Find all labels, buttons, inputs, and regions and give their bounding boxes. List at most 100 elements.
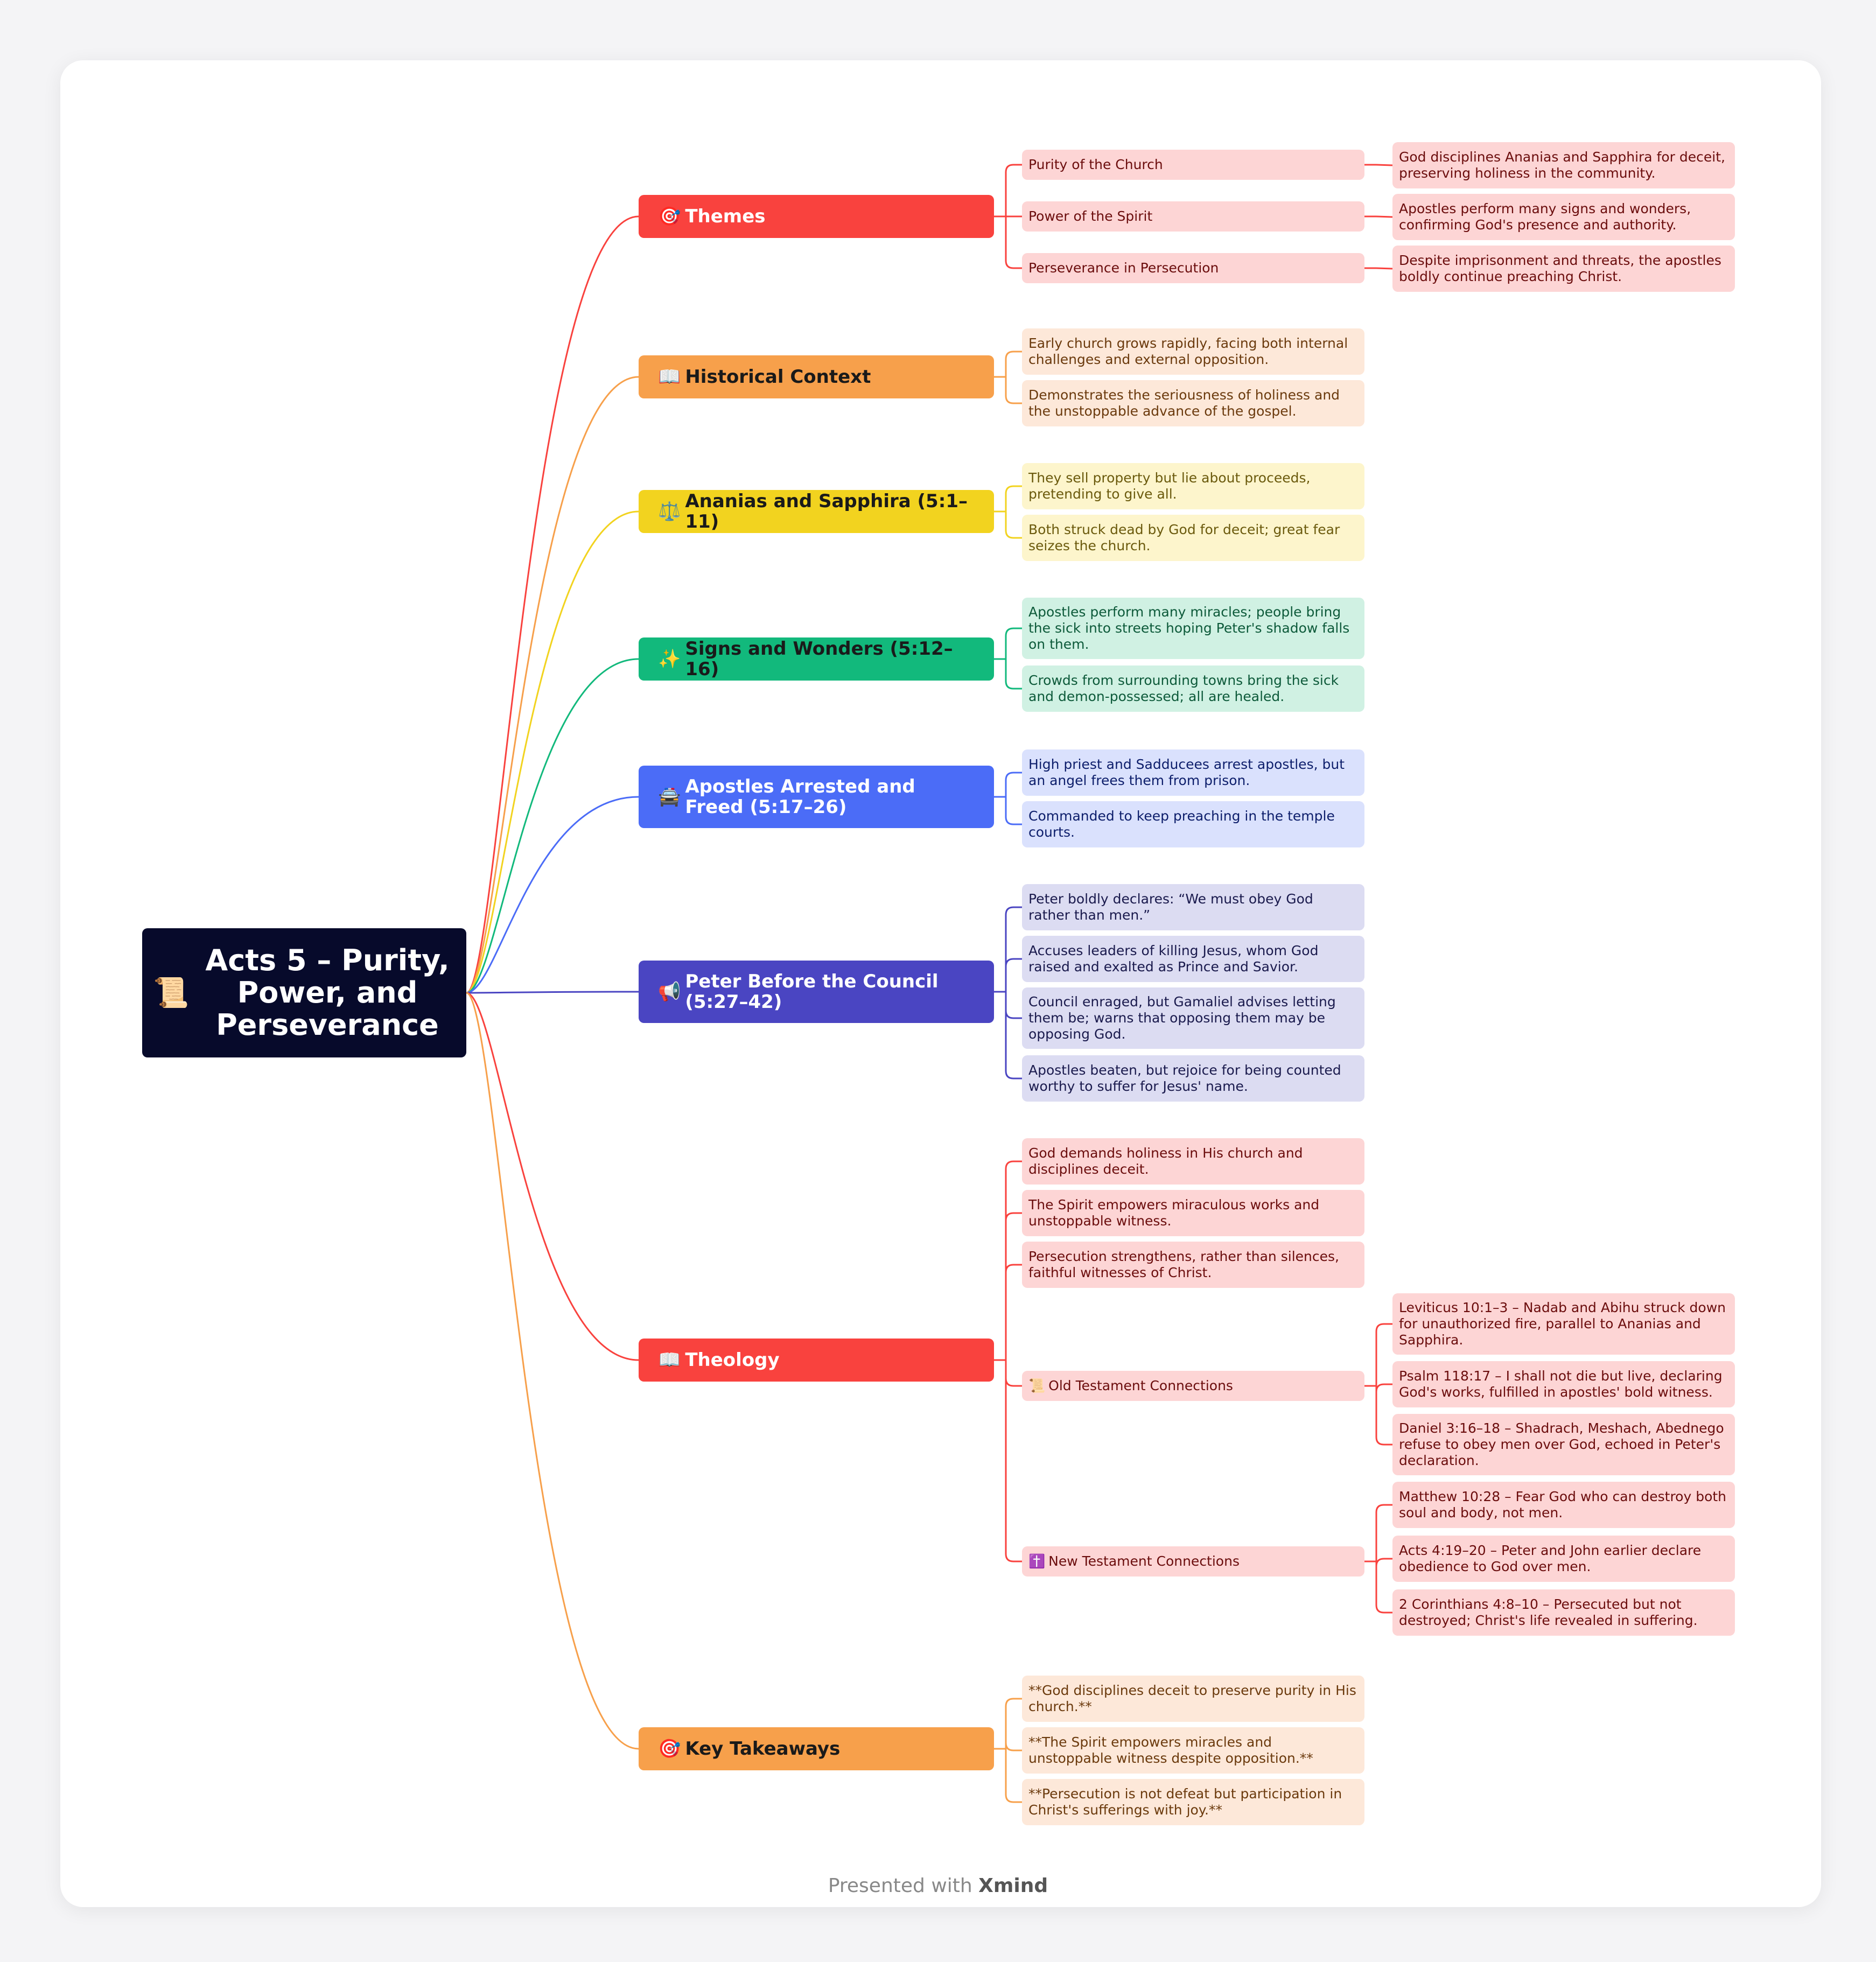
subtopic-label: Demonstrates the seriousness of holiness… [1028, 387, 1340, 419]
branch-icon: 🚔 [658, 786, 681, 808]
subtopic-label: Early church grows rapidly, facing both … [1028, 335, 1348, 367]
branch-icon: 📢 [658, 981, 681, 1003]
subtopic[interactable]: The Spirit empowers miraculous works and… [1022, 1190, 1364, 1236]
connector-root-branch [466, 796, 639, 994]
branch-topic[interactable]: ✨Signs and Wonders (5:12–16) [639, 637, 994, 681]
connector-sub-leaf [1375, 1323, 1392, 1386]
branch-icon: 📖 [658, 1349, 681, 1371]
branch-icon: 🎯 [658, 1738, 681, 1760]
connector-leaf [1005, 351, 1022, 377]
detail-label: Psalm 118:17 – I shall not die but live,… [1399, 1368, 1723, 1400]
subtopic[interactable]: Power of the Spirit [1022, 201, 1364, 232]
subtopic[interactable]: Both struck dead by God for deceit; grea… [1022, 515, 1364, 561]
root-topic[interactable]: 📜 Acts 5 – Purity, Power, and Perseveran… [142, 928, 466, 1057]
subtopic[interactable]: Commanded to keep preaching in the templ… [1022, 801, 1364, 847]
subtopic[interactable]: High priest and Sadducees arrest apostle… [1022, 749, 1364, 796]
subtopic[interactable]: Early church grows rapidly, facing both … [1022, 328, 1364, 375]
connector-leaf [1005, 958, 1022, 992]
connector-leaf [1005, 1360, 1022, 1387]
subtopic[interactable]: God demands holiness in His church and d… [1022, 1138, 1364, 1185]
subtopic[interactable]: Demonstrates the seriousness of holiness… [1022, 380, 1364, 426]
subtopic-label: High priest and Sadducees arrest apostle… [1028, 756, 1345, 788]
detail-topic[interactable]: Daniel 3:16–18 – Shadrach, Meshach, Abed… [1392, 1414, 1735, 1475]
branch-topic[interactable]: 🎯Key Takeaways [639, 1727, 994, 1770]
subtopic-label: Apostles beaten, but rejoice for being c… [1028, 1062, 1341, 1094]
connector-leaf [1005, 772, 1022, 797]
detail-topic[interactable]: Matthew 10:28 – Fear God who can destroy… [1392, 1482, 1735, 1528]
subtopic[interactable]: **God disciplines deceit to preserve pur… [1022, 1676, 1364, 1722]
scroll-icon: 📜 [153, 976, 190, 1010]
subtopic-label: God demands holiness in His church and d… [1028, 1145, 1303, 1177]
branch-topic[interactable]: ⚖️Ananias and Sapphira (5:1–11) [639, 490, 994, 533]
subtopic-label: The Spirit empowers miraculous works and… [1028, 1197, 1320, 1229]
subtopic-label: They sell property but lie about proceed… [1028, 470, 1311, 502]
connector-sub-leaf [1375, 1504, 1392, 1561]
detail-topic[interactable]: Leviticus 10:1–3 – Nadab and Abihu struc… [1392, 1293, 1735, 1355]
detail-label: Daniel 3:16–18 – Shadrach, Meshach, Abed… [1399, 1420, 1724, 1468]
detail-label: Apostles perform many signs and wonders,… [1399, 201, 1691, 233]
branch-label: Ananias and Sapphira (5:1–11) [685, 490, 968, 532]
subtopic[interactable]: Accuses leaders of killing Jesus, whom G… [1022, 936, 1364, 982]
branch-topic[interactable]: 🚔Apostles Arrested and Freed (5:17–26) [639, 766, 994, 828]
subtopic-label: Power of the Spirit [1028, 208, 1153, 224]
root-topic-label: Acts 5 – Purity, Power, and Perseverance [205, 943, 450, 1042]
detail-topic[interactable]: Acts 4:19–20 – Peter and John earlier de… [1392, 1536, 1735, 1582]
subtopic[interactable]: Perseverance in Persecution [1022, 253, 1364, 283]
subtopic-label: Old Testament Connections [1048, 1378, 1233, 1393]
detail-topic[interactable]: God disciplines Ananias and Sapphira for… [1392, 142, 1735, 188]
subtopic[interactable]: Apostles perform many miracles; people b… [1022, 598, 1364, 659]
branch-topic[interactable]: 🎯Themes [639, 195, 994, 238]
connector-leaf [1005, 164, 1022, 216]
connector-leaf [1005, 1749, 1022, 1803]
subtopic[interactable]: Crowds from surrounding towns bring the … [1022, 665, 1364, 712]
subtopic-label: Purity of the Church [1028, 157, 1163, 172]
subtopic[interactable]: **Persecution is not defeat but particip… [1022, 1779, 1364, 1825]
connector-root-branch [466, 991, 639, 994]
detail-topic[interactable]: Despite imprisonment and threats, the ap… [1392, 246, 1735, 292]
connector-leaf [1005, 216, 1022, 269]
subtopic[interactable]: Council enraged, but Gamaliel advises le… [1022, 987, 1364, 1049]
detail-label: Acts 4:19–20 – Peter and John earlier de… [1399, 1543, 1702, 1574]
subtopic[interactable]: Apostles beaten, but rejoice for being c… [1022, 1055, 1364, 1102]
branch-topic[interactable]: 📖Theology [639, 1339, 994, 1382]
subtopic[interactable]: Purity of the Church [1022, 150, 1364, 180]
connector-sub-leaf [1375, 1558, 1392, 1567]
branch-label: Theology [685, 1349, 780, 1371]
subtopic-label: **The Spirit empowers miracles and unsto… [1028, 1734, 1313, 1766]
subtopic-label: Peter boldly declares: “We must obey God… [1028, 891, 1313, 923]
footer: Presented with Xmind [0, 1875, 1876, 1897]
connector-leaf [1005, 797, 1022, 825]
connector-root-branch [466, 992, 639, 1750]
subtopic[interactable]: They sell property but lie about proceed… [1022, 463, 1364, 509]
branch-icon: 📖 [658, 366, 681, 388]
branch-label: Key Takeaways [685, 1738, 841, 1760]
detail-label: 2 Corinthians 4:8–10 – Persecuted but no… [1399, 1596, 1698, 1628]
subtopic[interactable]: Peter boldly declares: “We must obey God… [1022, 884, 1364, 930]
subtopic-label: **Persecution is not defeat but particip… [1028, 1786, 1342, 1818]
branch-icon: ⚖️ [658, 501, 681, 522]
subtopic[interactable]: **The Spirit empowers miracles and unsto… [1022, 1727, 1364, 1774]
branch-topic[interactable]: 📖Historical Context [639, 355, 994, 398]
subtopic-label: Commanded to keep preaching in the templ… [1028, 808, 1335, 840]
connector-root-branch [466, 510, 639, 994]
connector-leaf [1005, 659, 1022, 690]
subtopic-label: Both struck dead by God for deceit; grea… [1028, 522, 1340, 553]
connector-leaf [1005, 992, 1022, 1019]
connector-root-branch [466, 658, 639, 994]
detail-topic[interactable]: 2 Corinthians 4:8–10 – Persecuted but no… [1392, 1589, 1735, 1636]
detail-topic[interactable]: Psalm 118:17 – I shall not die but live,… [1392, 1361, 1735, 1407]
connector-leaf [1005, 1160, 1022, 1360]
detail-topic[interactable]: Apostles perform many signs and wonders,… [1392, 194, 1735, 240]
connector-leaf [1005, 511, 1022, 539]
subtopic-label: Crowds from surrounding towns bring the … [1028, 672, 1339, 704]
branch-topic[interactable]: 📢Peter Before the Council (5:27–42) [639, 961, 994, 1023]
subtopic-icon: 📜 [1028, 1378, 1046, 1393]
subtopic[interactable]: ✝️New Testament Connections [1022, 1546, 1364, 1576]
subtopic-label: Apostles perform many miracles; people b… [1028, 604, 1350, 652]
subtopic[interactable]: 📜Old Testament Connections [1022, 1371, 1364, 1401]
branch-icon: ✨ [658, 648, 681, 670]
subtopic[interactable]: Persecution strengthens, rather than sil… [1022, 1242, 1364, 1288]
connector-sub-leaf [1375, 1386, 1392, 1446]
detail-label: God disciplines Ananias and Sapphira for… [1399, 149, 1725, 181]
